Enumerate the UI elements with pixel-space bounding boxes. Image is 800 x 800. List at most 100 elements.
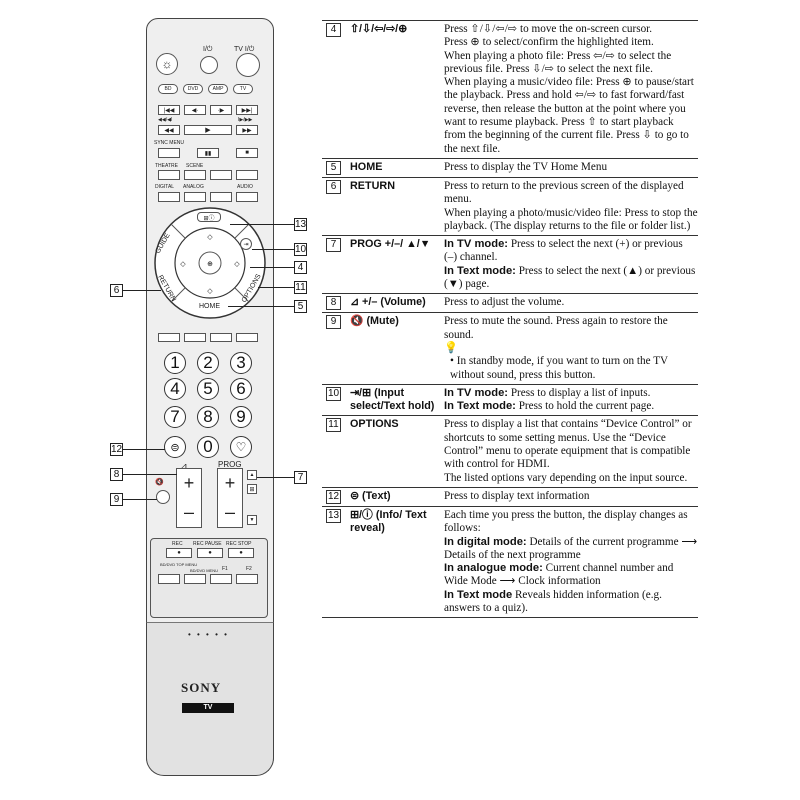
callout-5-leader (228, 306, 294, 307)
f2-button[interactable] (236, 574, 258, 584)
row-number: 13 (326, 508, 341, 523)
source-button-bd[interactable]: BD (158, 84, 178, 94)
digit-2-button[interactable]: 2 (197, 352, 219, 374)
mute-button[interactable] (156, 490, 170, 504)
yellow-button[interactable] (210, 333, 232, 342)
description-line: When playing a photo file: Press ⇦/⇨ to … (444, 49, 672, 75)
source-button-amp[interactable]: AMP (208, 84, 228, 94)
fast-forward-button[interactable]: ▶▶ (236, 125, 258, 135)
rec-pause-button[interactable]: ● (197, 548, 223, 558)
volume-rocker[interactable]: + – (176, 468, 202, 528)
callout-8-leader (123, 474, 177, 475)
digit-6-button[interactable]: 6 (230, 378, 252, 400)
scene-label: SCENE (186, 163, 204, 169)
blue-button[interactable] (236, 333, 258, 342)
button-description: In TV mode: Press to display a list of i… (442, 383, 698, 416)
button-description: Press to display the TV Home Menu (442, 157, 698, 178)
callout-7: 7 (294, 471, 307, 484)
digit-0-button[interactable]: 0 (197, 436, 219, 458)
svg-text:◇: ◇ (207, 287, 213, 295)
top-menu-label: BD/DVD TOP MENU (160, 562, 198, 567)
mode-label: In Text mode: (444, 400, 516, 413)
prev-button[interactable]: |◀◀ (158, 105, 180, 115)
text-button[interactable]: ⊜ (164, 436, 186, 458)
description-line: Press ⇧/⇩/⇦/⇨ to move the on-screen curs… (444, 23, 653, 35)
callout-7-leader (257, 477, 294, 478)
power-button[interactable] (200, 56, 218, 74)
play-button[interactable]: ▶ (184, 125, 232, 135)
description-line: Press to return to the previous screen o… (444, 179, 684, 206)
input-button[interactable]: ⇥ (240, 238, 252, 250)
audio-button[interactable] (236, 192, 258, 202)
row-number-cell: 8 (322, 293, 350, 313)
favourite-button[interactable]: ♡ (230, 436, 252, 458)
row-number-cell: 7 (322, 235, 350, 294)
next-button[interactable]: ▶▶| (236, 105, 258, 115)
replay-button[interactable]: ◀· (184, 105, 206, 115)
text-hold-button[interactable]: ⊞ (247, 484, 257, 494)
source-button-tv[interactable]: TV (233, 84, 253, 94)
scene-button[interactable] (184, 170, 206, 180)
digital-button[interactable] (158, 192, 180, 202)
advance-button[interactable]: ·▶ (210, 105, 232, 115)
hint-text: • In standby mode, if you want to turn o… (450, 355, 668, 381)
tv-power-button[interactable] (236, 53, 260, 77)
volume-plus: + (183, 473, 195, 493)
callout-10-leader (252, 249, 294, 250)
mode-text: Press to select the next (▲) or previous… (444, 264, 696, 291)
description-line: When playing a photo/music/video file: P… (444, 206, 698, 232)
button-description-table: 4⇧/⇩/⇦/⇨/⊕Press ⇧/⇩/⇦/⇨ to move the on-s… (322, 20, 698, 619)
green-button[interactable] (184, 333, 206, 342)
wide-button[interactable] (236, 170, 258, 180)
digit-7-button[interactable]: 7 (164, 406, 186, 428)
source-button-dvd[interactable]: DVD (183, 84, 203, 94)
mode-text: Details of the current programme ⟶ Detai… (444, 535, 698, 561)
subtitle-button[interactable] (210, 192, 232, 202)
dvd-menu-label: BD/DVD MENU (190, 568, 219, 573)
button-name: ⊿ +/– (Volume) (350, 293, 442, 313)
row-number: 12 (326, 489, 341, 504)
page-down-button[interactable]: ▼ (247, 515, 257, 525)
page-up-button[interactable]: ▲ (247, 470, 257, 480)
mode-text: Press to display a list of inputs. (508, 386, 651, 399)
mode-text: Reveals hidden information (e.g. answers… (444, 588, 662, 614)
picture-mode-button[interactable] (210, 170, 232, 180)
rec-stop-button[interactable]: ● (228, 548, 254, 558)
dvd-menu-button[interactable] (184, 574, 206, 584)
callout-6: 6 (110, 284, 123, 297)
hint-icon: 💡 (444, 341, 458, 354)
stop-button[interactable]: ■ (236, 148, 258, 158)
callout-12: 12 (110, 443, 123, 456)
f1-button[interactable] (210, 574, 232, 584)
pause-button[interactable]: ▮▮ (197, 148, 219, 158)
mode-line: In Text mode Reveals hidden information … (444, 589, 698, 616)
rewind-button[interactable]: ◀◀ (158, 125, 180, 135)
forward-label: I▶/▶▶ (238, 117, 253, 123)
mode-text: Press to select the next (+) or previous… (444, 238, 683, 264)
analog-button[interactable] (184, 192, 206, 202)
button-description: Press to adjust the volume. (442, 293, 698, 313)
button-name: HOME (350, 157, 442, 178)
callout-13-leader (230, 224, 294, 225)
audio-label: AUDIO (237, 184, 253, 190)
button-name: PROG +/–/ ▲/▼ (350, 235, 442, 294)
digit-8-button[interactable]: 8 (197, 406, 219, 428)
button-name: ⊞/ⓘ (Info/ Text reveal) (350, 505, 442, 619)
light-button[interactable]: ☼ (156, 53, 178, 75)
top-menu-button[interactable] (158, 574, 180, 584)
svg-text:◇: ◇ (180, 260, 186, 268)
info-button[interactable]: ⊞ⓘ (197, 212, 221, 222)
sync-menu-button[interactable] (158, 148, 180, 158)
digit-9-button[interactable]: 9 (230, 406, 252, 428)
digit-4-button[interactable]: 4 (164, 378, 186, 400)
rec-button[interactable]: ● (166, 548, 192, 558)
digit-5-button[interactable]: 5 (197, 378, 219, 400)
button-description: Press ⇧/⇩/⇦/⇨ to move the on-screen curs… (442, 20, 698, 159)
red-button[interactable] (158, 333, 180, 342)
digit-1-button[interactable]: 1 (164, 352, 186, 374)
prog-rocker[interactable]: + – (217, 468, 243, 528)
theatre-button[interactable] (158, 170, 180, 180)
prog-label: PROG (218, 460, 242, 469)
digit-3-button[interactable]: 3 (230, 352, 252, 374)
